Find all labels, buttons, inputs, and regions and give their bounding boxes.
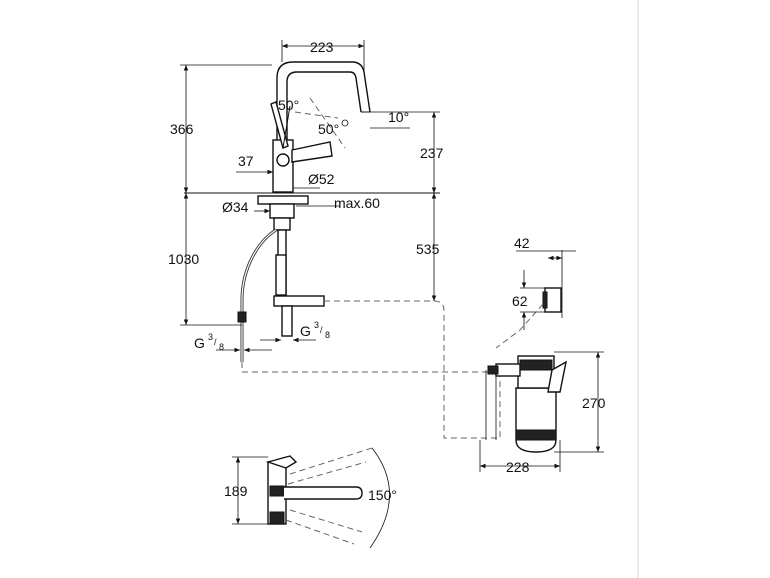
plan-view [232,447,390,549]
thread-right: G 3 / 8 [300,320,330,340]
battery-box [495,250,576,349]
dim-hose-length: 1030 [168,251,199,267]
thread-right-num: 3 [314,320,319,330]
dim-filter-height: 270 [582,395,606,411]
thread-left-den: 8 [219,342,224,352]
dim-spout-reach: 223 [310,39,334,55]
thread-left-num: 3 [208,332,213,342]
thread-left-base: G [194,335,205,351]
thread-left-slash: / [214,337,217,347]
thread-right-slash: / [320,325,323,335]
dim-swivel-angle-a: 50° [278,97,299,113]
dim-shank-diameter: Ø34 [222,199,249,215]
faucet-elevation [184,61,501,439]
thread-left: G 3 / 8 [194,332,224,352]
dim-spout-tilt: 10° [388,109,409,125]
dimension-lines [180,40,440,353]
filter-unit [479,351,604,472]
dim-below-deck: 535 [416,241,440,257]
dim-height-above-deck: 237 [420,145,444,161]
dim-rotation-angle: 150° [368,487,397,503]
dim-body-diameter: Ø52 [308,171,335,187]
thread-right-base: G [300,323,311,339]
dim-filter-width: 228 [506,459,530,475]
dim-lever-offset: 37 [238,153,254,169]
dim-total-height: 366 [170,121,194,137]
thread-right-den: 8 [325,330,330,340]
dim-plan-depth: 189 [224,483,248,499]
dim-battery-height: 62 [512,293,528,309]
dim-max-deck: max.60 [334,195,380,211]
dim-swivel-angle-b: 50° [318,121,339,137]
dim-battery-width: 42 [514,235,530,251]
